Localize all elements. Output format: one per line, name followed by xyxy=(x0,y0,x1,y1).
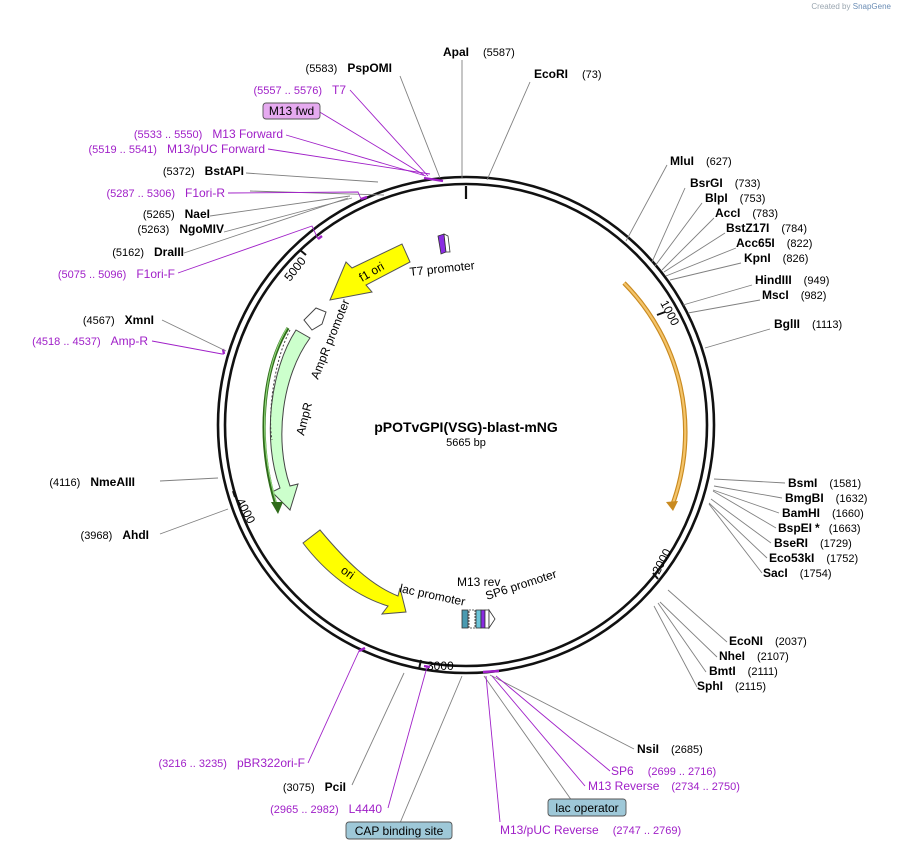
lac-operator-box: lac operator xyxy=(547,798,627,817)
t7-promoter-label: T7 promoter xyxy=(409,258,475,279)
enzyme-saci: SacI(1754) xyxy=(763,566,831,580)
svg-text:3000: 3000 xyxy=(427,659,454,673)
enzyme-econi: EcoNI(2037) xyxy=(729,634,807,648)
primer-pbr322ori-f: (3216 .. 3235)pBR322ori-F xyxy=(158,756,305,770)
svg-text:lac operator: lac operator xyxy=(555,801,618,815)
svg-text:CAP binding site: CAP binding site xyxy=(355,824,444,838)
enzyme-ecori: EcoRI(73) xyxy=(534,67,602,81)
enzyme-acci: AccI(783) xyxy=(715,206,778,220)
m13-fwd-box: M13 fwd xyxy=(262,102,321,120)
enzyme-apai: ApaI(5587) xyxy=(443,45,515,59)
f1-ori-arrow xyxy=(329,243,411,301)
enzyme-bmti: BmtI(2111) xyxy=(709,664,778,678)
enzyme-kpni: KpnI(826) xyxy=(744,251,808,265)
primer-t7: (5557 .. 5576)T7 xyxy=(253,83,346,97)
enzyme-bstz17i: BstZ17I(784) xyxy=(726,221,807,235)
enzyme-hindiii: HindIII(949) xyxy=(755,273,829,287)
credit-prefix: Created by xyxy=(811,2,851,11)
lac-feature-cluster xyxy=(461,608,496,630)
enzyme-bseri: BseRI(1729) xyxy=(774,536,852,550)
enzyme-ahdi: (3968)AhdI xyxy=(81,528,149,542)
enzyme-ngomiv: (5263)NgoMIV xyxy=(138,222,224,236)
enzyme-pspomi: (5583)PspOMI xyxy=(306,61,392,75)
plasmid-size: 5665 bp xyxy=(446,437,486,449)
enzyme-blpi: BlpI(753) xyxy=(705,191,765,205)
enzyme-sphi: SphI(2115) xyxy=(697,679,766,693)
credit-brand: SnapGene xyxy=(852,2,891,11)
primer-m13puc-forward: (5519 .. 5541)M13/pUC Forward xyxy=(88,142,265,156)
enzyme-bstapi: (5372)BstAPI xyxy=(163,164,244,178)
enzyme-acc65i: Acc65I(822) xyxy=(736,236,812,250)
primer-l4440: (2965 .. 2982)L4440 xyxy=(270,802,382,816)
cap-binding-site-box: CAP binding site xyxy=(345,821,453,840)
svg-text:5000: 5000 xyxy=(281,254,309,284)
backbone-inner xyxy=(223,182,709,668)
enzyme-draiii: (5162)DraIII xyxy=(112,245,184,259)
primer-m13-forward: (5533 .. 5550)M13 Forward xyxy=(134,127,283,141)
primer-m13puc-reverse: M13/pUC Reverse(2747 .. 2769) xyxy=(500,823,681,837)
ampr-promoter-arrow xyxy=(303,307,327,331)
enzyme-bglii: BglII(1113) xyxy=(774,317,842,331)
enzyme-nsii: NsiI(2685) xyxy=(637,742,703,756)
primer-amp-r: (4518 .. 4537)Amp-R xyxy=(32,334,148,348)
primer-leader-lines xyxy=(151,89,611,823)
ori-label: ori xyxy=(338,563,357,582)
tick-2000: 2000 xyxy=(649,546,674,580)
tick-3000: 3000 xyxy=(418,659,454,673)
enzyme-pcii: (3075)PciI xyxy=(283,780,346,794)
tick-1000: 1000 xyxy=(656,298,682,328)
enzyme-bspei: BspEI*(1663) xyxy=(778,521,860,535)
orange-feature-arc xyxy=(623,282,687,507)
backbone-outer xyxy=(216,175,716,675)
enzyme-bamhi: BamHI(1660) xyxy=(782,506,864,520)
svg-text:M13 fwd: M13 fwd xyxy=(269,104,314,118)
enzyme-nhei: NheI(2107) xyxy=(719,649,789,663)
primer-mark-t7 xyxy=(423,176,444,183)
ori-arrow xyxy=(302,529,407,615)
primer-f1ori-f: (5075 .. 5096)F1ori-F xyxy=(58,267,175,281)
m13-rev-label: M13 rev xyxy=(457,575,500,589)
enzyme-naei: (5265)NaeI xyxy=(143,207,210,221)
ampr-gene-arrow xyxy=(269,329,311,511)
enzyme-xmni: (4567)XmnI xyxy=(83,313,154,327)
enzyme-nmeaiii: (4116)NmeAIII xyxy=(49,475,135,489)
enzyme-bsmi: BsmI(1581) xyxy=(788,476,861,490)
enzyme-bmgbi: BmgBI(1632) xyxy=(785,491,867,505)
enzyme-mlui: MluI(627) xyxy=(670,154,732,168)
enzyme-msci: MscI(982) xyxy=(762,288,826,302)
snapgene-credit: Created by SnapGene xyxy=(811,2,891,11)
orange-feature-arrowhead xyxy=(666,501,678,511)
primer-m13-reverse: M13 Reverse(2734 .. 2750) xyxy=(588,779,740,793)
primer-marks xyxy=(221,176,500,674)
ampr-label: AmpR xyxy=(293,401,315,437)
plasmid-name: pPOTvGPI(VSG)-blast-mNG xyxy=(374,419,558,435)
enzyme-eco53ki: Eco53kI(1752) xyxy=(769,551,858,565)
enzyme-leader-lines xyxy=(159,60,786,824)
primer-f1ori-r: (5287 .. 5306)F1ori-R xyxy=(106,186,225,200)
enzyme-bsrgi: BsrGI(733) xyxy=(690,176,760,190)
primer-sp6: SP6(2699 .. 2716) xyxy=(611,764,716,778)
